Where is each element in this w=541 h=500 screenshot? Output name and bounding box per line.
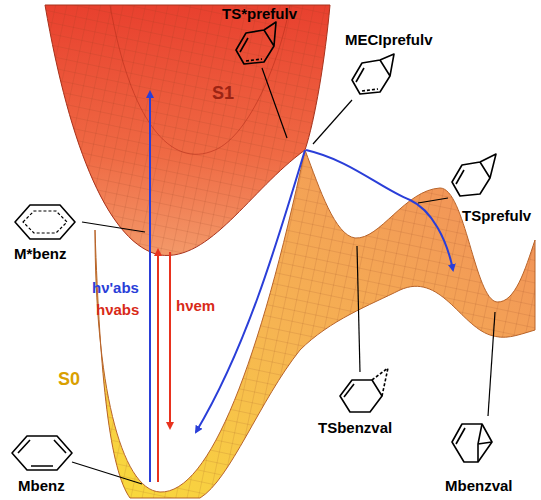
surface-label: hνabs — [96, 302, 139, 319]
surface-label: TS*prefulv — [222, 6, 297, 23]
surface-label: TSbenzval — [318, 420, 392, 437]
surface-label: Mbenz — [18, 478, 65, 495]
surface-label: MECIprefulv — [345, 32, 433, 49]
surface-label: S1 — [212, 84, 234, 104]
surface-label: hνem — [176, 298, 215, 315]
surface-label: S0 — [58, 370, 80, 390]
surface-label: Mbenzval — [445, 478, 513, 495]
surface-label: TSprefulv — [462, 208, 531, 225]
surface-label: M*benz — [14, 246, 67, 263]
surface-label: hν'abs — [92, 280, 139, 297]
